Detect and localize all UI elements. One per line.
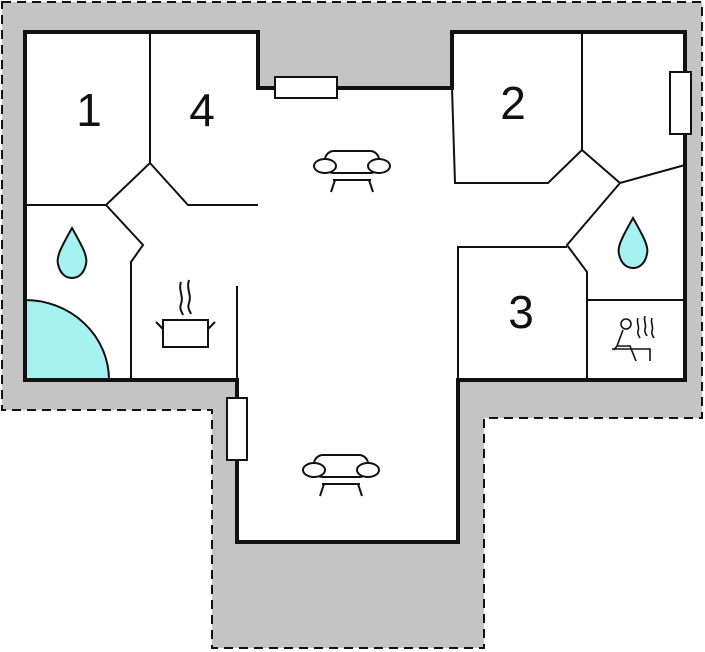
- room-label-3: 3: [508, 286, 534, 338]
- room-label-4: 4: [189, 84, 215, 136]
- sofa-icon: [313, 150, 391, 193]
- sofa-icon: [302, 454, 380, 497]
- room-label-1: 1: [76, 84, 102, 136]
- shower-area: [24, 298, 111, 381]
- window-top: [274, 76, 338, 99]
- interior-floor: [25, 32, 685, 542]
- water-drop-icon: [56, 225, 88, 280]
- water-drop-icon: [617, 215, 649, 270]
- cooking-pot-icon: [155, 279, 216, 348]
- room-label-2: 2: [500, 77, 526, 129]
- sauna-icon: [612, 315, 655, 362]
- window-right: [669, 71, 692, 135]
- interior-walls: [25, 32, 686, 380]
- window-lower-left: [226, 397, 248, 461]
